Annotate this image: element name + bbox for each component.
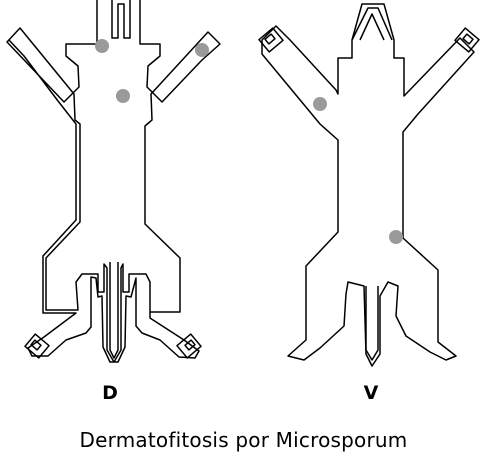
dorsal-view [6, 0, 221, 363]
lesion-dot [389, 230, 403, 244]
dorsal-tail [109, 262, 119, 359]
ventral-head-inner [351, 7, 393, 41]
figure-caption: Dermatofitosis por Microsporum [79, 428, 408, 452]
lesion-dot [313, 97, 327, 111]
lesion-dot [95, 39, 109, 53]
lesion-dot [116, 89, 130, 103]
dorsal-body-outline [6, 0, 200, 363]
ventral-tail [365, 286, 379, 361]
dorsal-ears [111, 0, 131, 39]
dorsal-paw-right [176, 333, 202, 359]
ventral-lesions [313, 97, 403, 244]
dorsal-view-label: D [102, 382, 118, 404]
lesion-dot [195, 43, 209, 57]
dorsal-lesions [95, 39, 209, 103]
ventral-paw-left [258, 27, 284, 53]
ventral-view [258, 3, 480, 367]
ventral-view-label: V [363, 382, 379, 404]
dorsal-body-outline-right [139, 0, 221, 313]
ventral-paw-right [454, 27, 480, 53]
dorsal-paw-left [24, 333, 50, 359]
ventral-body-outline [261, 3, 475, 367]
